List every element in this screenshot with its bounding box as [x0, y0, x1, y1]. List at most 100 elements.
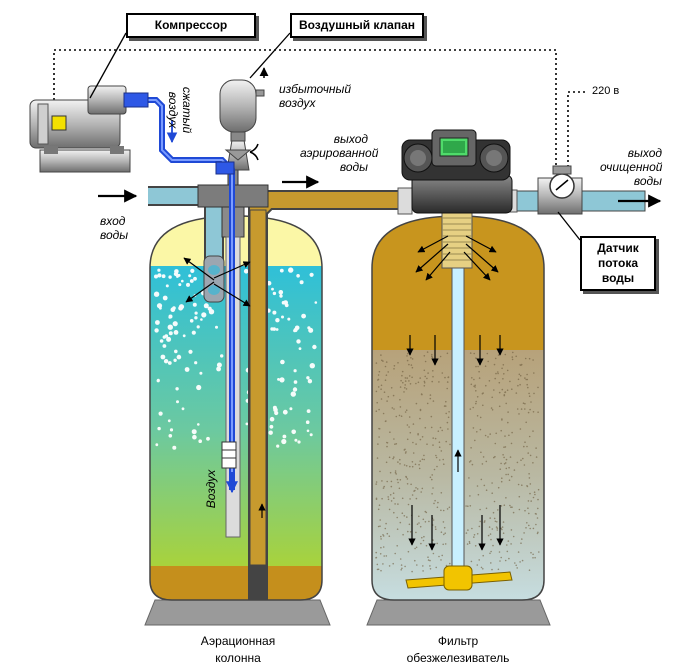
filter-grain	[410, 364, 413, 366]
filter-grain	[399, 463, 401, 465]
filter-grain	[411, 358, 414, 360]
filter-grain	[481, 463, 484, 465]
filter-grain	[404, 565, 406, 568]
filter-grain	[388, 456, 391, 459]
filter-grain	[375, 497, 378, 500]
filter-grain	[495, 432, 498, 435]
filter-grain	[479, 428, 482, 431]
filter-grain	[423, 535, 425, 538]
air-bubble	[271, 287, 274, 291]
filter-grain	[494, 357, 497, 360]
filter-grain	[526, 522, 528, 524]
filter-grain	[379, 525, 381, 527]
filter-grain	[429, 394, 432, 396]
air-bubble	[201, 312, 207, 318]
filter-grain	[482, 554, 485, 557]
filter-grain	[397, 481, 399, 484]
filter-grain	[419, 417, 421, 420]
filter-grain	[435, 566, 438, 569]
air-bubble	[279, 377, 285, 383]
filter-grain	[537, 507, 539, 510]
filter-grain	[427, 372, 429, 374]
filter-grain	[477, 493, 480, 496]
filter-grain	[521, 538, 523, 540]
filter-grain	[418, 463, 420, 466]
filter-grain	[429, 565, 431, 567]
filter-grain	[472, 406, 475, 409]
water-in-label: вход воды	[100, 214, 128, 242]
filter-grain	[493, 517, 496, 520]
filter-grain	[483, 544, 486, 547]
filter-grain	[401, 567, 403, 570]
filter-grain	[415, 497, 418, 500]
filter-grain	[409, 531, 412, 533]
aeration-column-caption: Аэрационная колонна	[168, 633, 308, 667]
filter-grain	[432, 370, 434, 372]
air-bubble	[193, 276, 197, 281]
filter-grain	[534, 556, 536, 559]
filter-grain	[382, 412, 385, 415]
filter-grain	[532, 557, 534, 559]
filter-grain	[382, 563, 384, 565]
filter-grain	[514, 562, 516, 564]
filter-grain	[438, 446, 441, 449]
filter-grain	[436, 542, 439, 545]
air-bubble	[309, 363, 315, 369]
filter-grain	[475, 402, 477, 405]
filter-grain	[515, 355, 517, 358]
filter-grain	[377, 525, 380, 528]
filter-grain	[491, 482, 493, 484]
filter-grain	[517, 551, 520, 553]
filter-grain	[476, 533, 479, 535]
filter-grain	[498, 391, 501, 394]
filter-internals	[405, 211, 513, 591]
filter-grain	[529, 483, 532, 485]
clean-water-out-label: выход очищенной воды	[600, 146, 662, 188]
filter-grain	[420, 491, 423, 493]
filter-grain	[506, 550, 509, 553]
filter-grain	[512, 351, 514, 354]
filter-grain	[438, 555, 440, 558]
air-bubble	[275, 328, 279, 331]
filter-grain	[400, 569, 403, 571]
filter-grain	[474, 439, 476, 442]
filter-grain	[488, 380, 491, 382]
filter-grain	[448, 411, 450, 413]
filter-grain	[479, 520, 482, 523]
filter-grain	[378, 436, 380, 438]
air-bubble	[194, 361, 198, 365]
aerator-nozzles	[203, 255, 237, 469]
air-bubble	[294, 438, 298, 442]
filter-grain	[469, 408, 472, 410]
filter-grain	[502, 532, 505, 534]
filter-grain	[380, 398, 383, 400]
filter-grain	[474, 384, 477, 387]
filter-grain	[415, 546, 418, 549]
filter-grain	[407, 503, 410, 506]
filter-grain	[427, 559, 430, 561]
filter-grain	[532, 553, 534, 556]
filter-grain	[403, 464, 406, 466]
filter-grain	[498, 381, 501, 384]
filter-grain	[392, 562, 395, 565]
filter-grain	[408, 363, 410, 366]
filter-grain	[408, 416, 411, 418]
air-bubble	[163, 359, 169, 364]
filter-grain	[375, 481, 378, 483]
air-bubble	[159, 339, 164, 343]
filter-grain	[396, 528, 399, 530]
filter-grain	[411, 366, 414, 369]
filter-grain	[521, 484, 523, 487]
filter-grain	[422, 570, 424, 572]
filter-grain	[470, 383, 473, 386]
filter-grain	[423, 382, 426, 384]
filter-grain	[471, 377, 473, 379]
filter-grain	[416, 488, 419, 490]
filter-grain	[476, 485, 479, 487]
filter-grain	[431, 380, 434, 383]
filter-grain	[496, 529, 499, 531]
filter-grain	[388, 508, 391, 511]
filter-grain	[376, 563, 379, 566]
filter-grain	[479, 508, 481, 511]
flow-arrows	[98, 175, 662, 208]
